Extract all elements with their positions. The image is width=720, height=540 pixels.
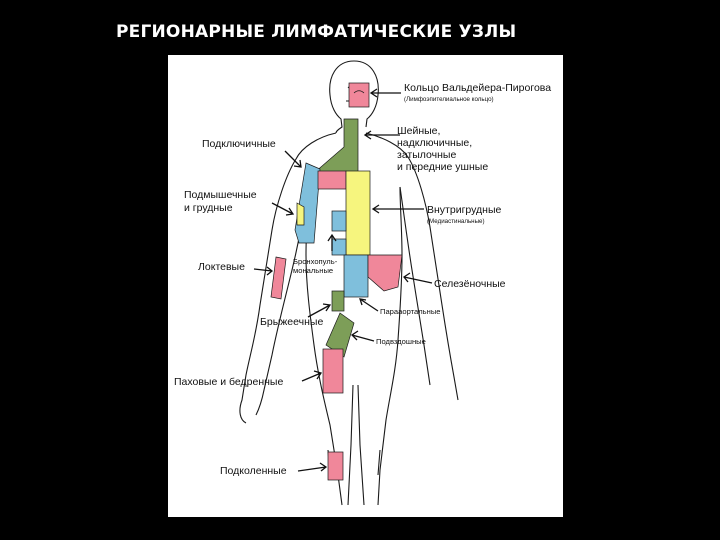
label-waldeyer-note: (Лимфоэпителиальное кольцо) <box>404 96 494 103</box>
label-inguinal: Паховые и бедренные <box>174 376 283 388</box>
label-elbow: Локтевые <box>198 261 245 273</box>
label-cervical-4: и передние ушные <box>397 161 488 173</box>
arrow-iliac <box>350 330 375 342</box>
arrow-popliteal <box>297 462 328 472</box>
mesenteric-region <box>331 290 345 312</box>
arrow-mesenteric <box>307 303 332 318</box>
arrow-subclavian <box>284 150 302 168</box>
label-splenic: Селезёночные <box>434 278 506 290</box>
arrow-intrathoracic <box>371 204 424 214</box>
label-intrathoracic: Внутригрудные <box>427 204 501 216</box>
label-axillary-2: и грудные <box>184 202 233 214</box>
pointer-arrows <box>253 88 433 472</box>
iliac-region <box>325 312 355 358</box>
arrow-cervical <box>363 130 400 140</box>
left-arm-outline <box>239 132 337 424</box>
elbow-region <box>270 256 287 300</box>
arrow-inguinal <box>301 370 323 382</box>
subclavian-pink-region <box>317 170 347 190</box>
label-cervical-1: Шейные, <box>397 125 440 137</box>
bronchopulmonary-region <box>331 210 347 232</box>
label-cervical-2: надключичные, <box>397 137 472 149</box>
label-popliteal: Подколенные <box>220 465 287 477</box>
right-arm-outline <box>365 132 459 401</box>
arrow-elbow <box>253 266 274 276</box>
label-axillary-1: Подмышечные <box>184 189 257 201</box>
waldeyer-ring-region <box>348 82 370 108</box>
torso-right-side <box>377 186 403 506</box>
arrow-bronchopulmonary <box>327 233 337 251</box>
label-bronchopulmonary-1: Бронхопуль- <box>293 257 338 266</box>
label-bronchopulmonary-2: мональные <box>293 266 333 275</box>
node-regions <box>270 82 403 481</box>
intrathoracic-region <box>345 170 371 256</box>
label-iliac: Подвздошные <box>376 337 426 346</box>
label-paraaortic: Парааортальные <box>380 307 441 316</box>
label-waldeyer: Кольцо Вальдейера-Пирогова <box>404 82 551 94</box>
label-cervical-3: затылочные <box>397 149 456 161</box>
popliteal-region <box>327 451 344 481</box>
lymph-node-diagram: Кольцо Вальдейера-Пирогова (Лимфоэпители… <box>174 60 551 506</box>
arrow-waldeyer <box>369 88 401 98</box>
label-mesenteric: Брыжеечные <box>260 316 323 328</box>
arrow-paraaortic <box>359 298 379 312</box>
cervical-region <box>313 118 359 174</box>
head-outline <box>329 60 379 134</box>
paraaortic-region <box>343 254 369 298</box>
diagram-panel: Кольцо Вальдейера-Пирогова (Лимфоэпители… <box>168 55 563 517</box>
arrow-splenic <box>403 272 433 284</box>
arrow-axillary <box>271 202 295 216</box>
labels: Кольцо Вальдейера-Пирогова (Лимфоэпители… <box>174 82 551 477</box>
label-subclavian: Подключичные <box>202 138 276 150</box>
inguinal-region <box>322 348 344 394</box>
bronchopulmonary-lower-region <box>331 238 347 256</box>
subclavian-region <box>294 162 321 244</box>
label-intrathoracic-note: (Медиастинальные) <box>427 218 485 225</box>
axillary-region <box>296 202 305 226</box>
slide-title: РЕГИОНАРНЫЕ ЛИМФАТИЧЕСКИЕ УЗЛЫ <box>116 22 517 42</box>
waldeyer-mouth-mark <box>353 90 365 94</box>
splenic-region <box>367 254 403 292</box>
inner-legs <box>347 384 365 506</box>
right-arm-inner <box>399 186 431 386</box>
